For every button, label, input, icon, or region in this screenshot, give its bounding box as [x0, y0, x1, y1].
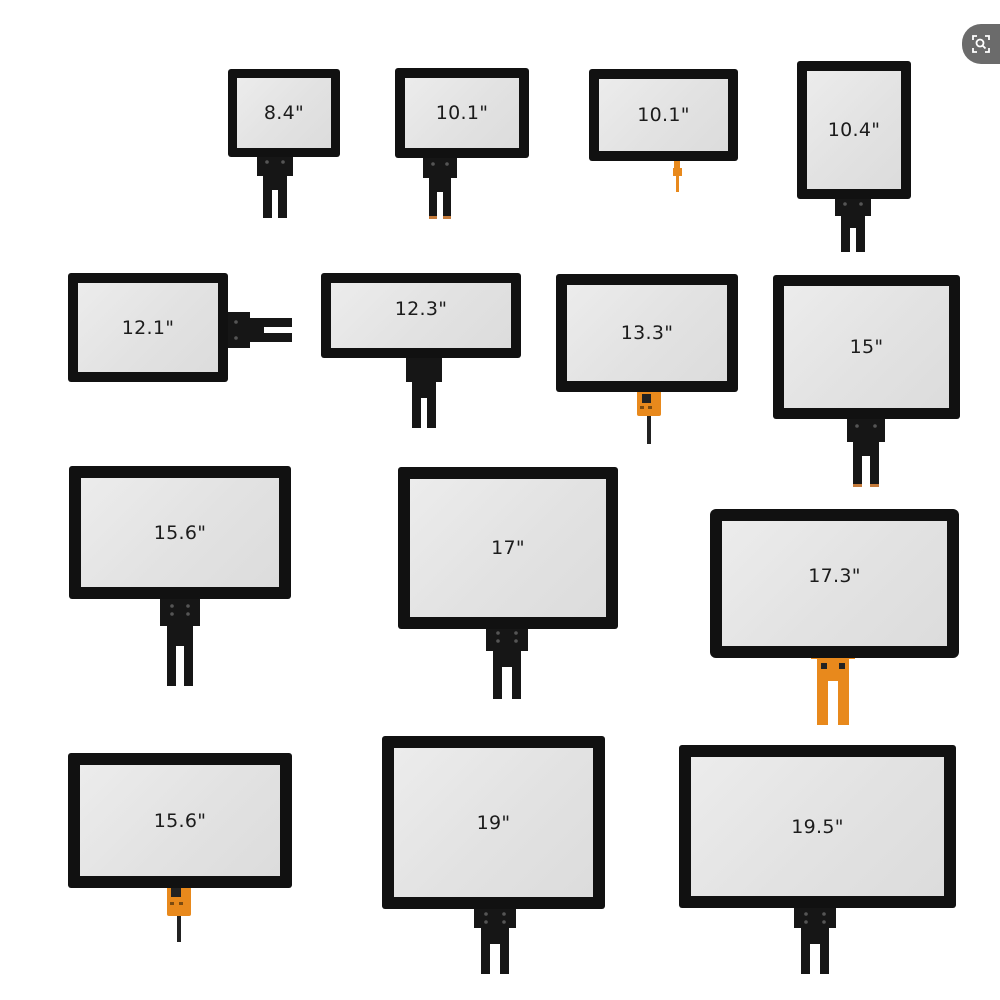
touch-panel: 10.1" [589, 69, 738, 161]
ribbon-cable [423, 150, 457, 219]
panel-screen: 19" [394, 748, 593, 897]
panel-screen: 8.4" [237, 78, 331, 148]
ribbon-cable [835, 192, 871, 252]
panel-screen: 19.5" [691, 757, 944, 896]
orange-flex-cable [811, 651, 855, 725]
panel-size-label: 10.4" [827, 119, 881, 141]
panel-screen: 15.6" [80, 765, 280, 876]
panel-size-label: 8.4" [263, 102, 305, 124]
panel-size-label: 17" [491, 537, 525, 559]
panel-size-label: 19" [476, 811, 511, 834]
touch-panel: 12.3" [321, 273, 521, 358]
panel-screen: 12.1" [78, 283, 218, 372]
panel-size-label: 12.3" [394, 297, 448, 320]
touch-panel: 17.3" [710, 509, 959, 658]
touch-panel: 10.4" [797, 61, 911, 199]
panel-size-label: 15.6" [153, 521, 207, 544]
panel-screen: 10.4" [807, 71, 901, 189]
panel-screen: 15" [784, 286, 949, 408]
connector-board [167, 882, 191, 942]
ribbon-cable [160, 592, 200, 686]
panel-size-label: 13.3" [620, 322, 674, 344]
connector-board [637, 388, 661, 444]
panel-screen: 15.6" [81, 478, 279, 587]
ribbon-cable [794, 902, 836, 974]
panel-screen: 10.1" [599, 79, 728, 151]
panel-size-label: 15.6" [153, 809, 207, 832]
panel-size-label: 15" [849, 336, 884, 358]
touch-panel: 15" [773, 275, 960, 419]
touch-panel: 19" [382, 736, 605, 909]
ribbon-cable [257, 150, 293, 218]
panel-size-label: 17.3" [808, 564, 861, 587]
touch-panel: 15.6" [69, 466, 291, 599]
touch-panel: 10.1" [395, 68, 529, 158]
panel-screen: 13.3" [567, 285, 727, 381]
lens-button[interactable] [962, 24, 1000, 64]
touch-panel: 17" [398, 467, 618, 629]
panel-size-label: 10.1" [637, 104, 690, 126]
lens-icon [972, 35, 990, 53]
panel-size-label: 10.1" [435, 102, 489, 124]
panel-size-label: 19.5" [791, 815, 844, 838]
touch-panel: 19.5" [679, 745, 956, 908]
touch-panel: 15.6" [68, 753, 292, 888]
panel-size-label: 12.1" [121, 316, 175, 339]
side-ribbon-cable [222, 312, 292, 348]
touch-panel: 13.3" [556, 274, 738, 392]
ribbon-cable [406, 352, 442, 428]
panel-screen: 17" [410, 479, 606, 617]
touch-panel: 12.1" [68, 273, 228, 382]
ribbon-cable [474, 902, 516, 974]
panel-screen: 10.1" [405, 78, 519, 148]
touch-panel: 8.4" [228, 69, 340, 157]
ribbon-cable [847, 412, 885, 487]
ribbon-cable [486, 621, 528, 699]
panel-screen: 17.3" [722, 521, 947, 646]
panel-screen: 12.3" [331, 283, 511, 348]
